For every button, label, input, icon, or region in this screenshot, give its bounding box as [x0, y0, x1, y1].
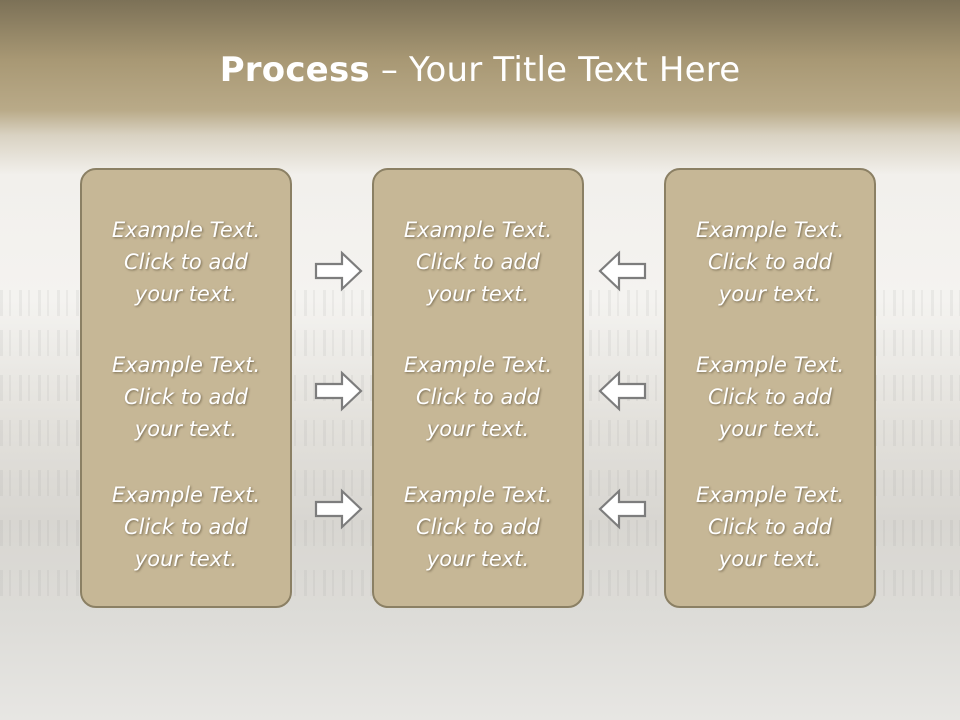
text-line: Click to add [707, 385, 832, 409]
title-bold: Process [219, 50, 370, 90]
arrow-left-icon[interactable] [597, 250, 647, 292]
text-line: Click to add [415, 515, 540, 539]
text-line: Example Text. [111, 483, 261, 507]
process-box-right[interactable]: Example Text. Click to add your text. Ex… [664, 168, 876, 608]
text-line: Click to add [415, 385, 540, 409]
text-block[interactable]: Example Text. Click to add your text. [666, 349, 874, 445]
text-line: Example Text. [111, 218, 261, 242]
text-line: Example Text. [111, 353, 261, 377]
text-line: Click to add [123, 515, 248, 539]
arrow-right-icon[interactable] [314, 250, 364, 292]
text-block[interactable]: Example Text. Click to add your text. [374, 214, 582, 310]
text-line: Example Text. [403, 353, 553, 377]
arrow-left-icon[interactable] [597, 370, 647, 412]
text-block[interactable]: Example Text. Click to add your text. [666, 479, 874, 575]
arrow-right-icon[interactable] [314, 488, 364, 530]
text-line: your text. [134, 282, 238, 306]
text-block[interactable]: Example Text. Click to add your text. [82, 479, 290, 575]
text-line: your text. [426, 547, 530, 571]
text-block[interactable]: Example Text. Click to add your text. [82, 349, 290, 445]
arrow-right-icon[interactable] [314, 370, 364, 412]
text-line: your text. [718, 417, 822, 441]
process-box-left[interactable]: Example Text. Click to add your text. Ex… [80, 168, 292, 608]
text-line: your text. [718, 547, 822, 571]
text-line: Click to add [123, 385, 248, 409]
text-block[interactable]: Example Text. Click to add your text. [374, 479, 582, 575]
text-line: Example Text. [695, 483, 845, 507]
text-line: your text. [134, 547, 238, 571]
text-line: your text. [426, 282, 530, 306]
text-line: Click to add [415, 250, 540, 274]
text-block[interactable]: Example Text. Click to add your text. [374, 349, 582, 445]
text-line: Click to add [123, 250, 248, 274]
text-line: Example Text. [695, 218, 845, 242]
text-line: Example Text. [403, 483, 553, 507]
arrow-left-icon[interactable] [597, 488, 647, 530]
text-line: your text. [134, 417, 238, 441]
process-box-center[interactable]: Example Text. Click to add your text. Ex… [372, 168, 584, 608]
text-block[interactable]: Example Text. Click to add your text. [666, 214, 874, 310]
text-line: Click to add [707, 515, 832, 539]
title-rest: – Your Title Text Here [369, 50, 741, 90]
text-line: your text. [426, 417, 530, 441]
text-block[interactable]: Example Text. Click to add your text. [82, 214, 290, 310]
text-line: Example Text. [695, 353, 845, 377]
text-line: your text. [718, 282, 822, 306]
text-line: Example Text. [403, 218, 553, 242]
slide-title[interactable]: Process – Your Title Text Here [0, 50, 960, 90]
text-line: Click to add [707, 250, 832, 274]
